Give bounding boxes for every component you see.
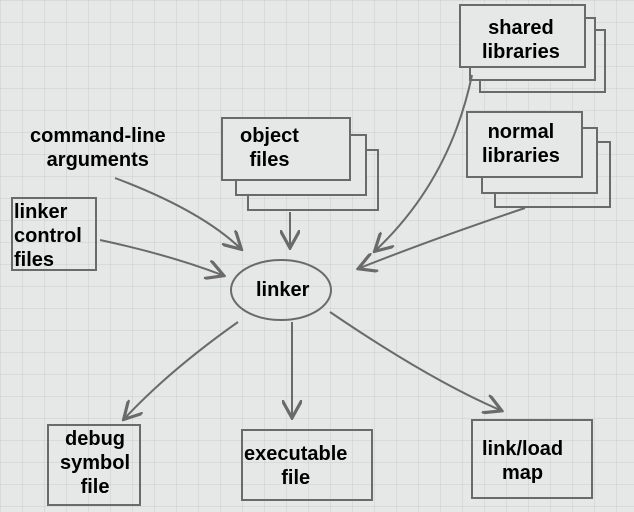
- linker-label: linker: [256, 279, 310, 301]
- object-files-stack: [221, 117, 379, 211]
- linker-control-box: [11, 197, 97, 271]
- normal-libraries-stack: [466, 111, 611, 208]
- executable-box: [241, 429, 373, 501]
- arrows: [99, 74, 526, 418]
- debug-box: [47, 424, 141, 506]
- linker-ellipse: [230, 259, 332, 321]
- map-box: [471, 419, 593, 499]
- shared-libraries-stack: [459, 4, 606, 93]
